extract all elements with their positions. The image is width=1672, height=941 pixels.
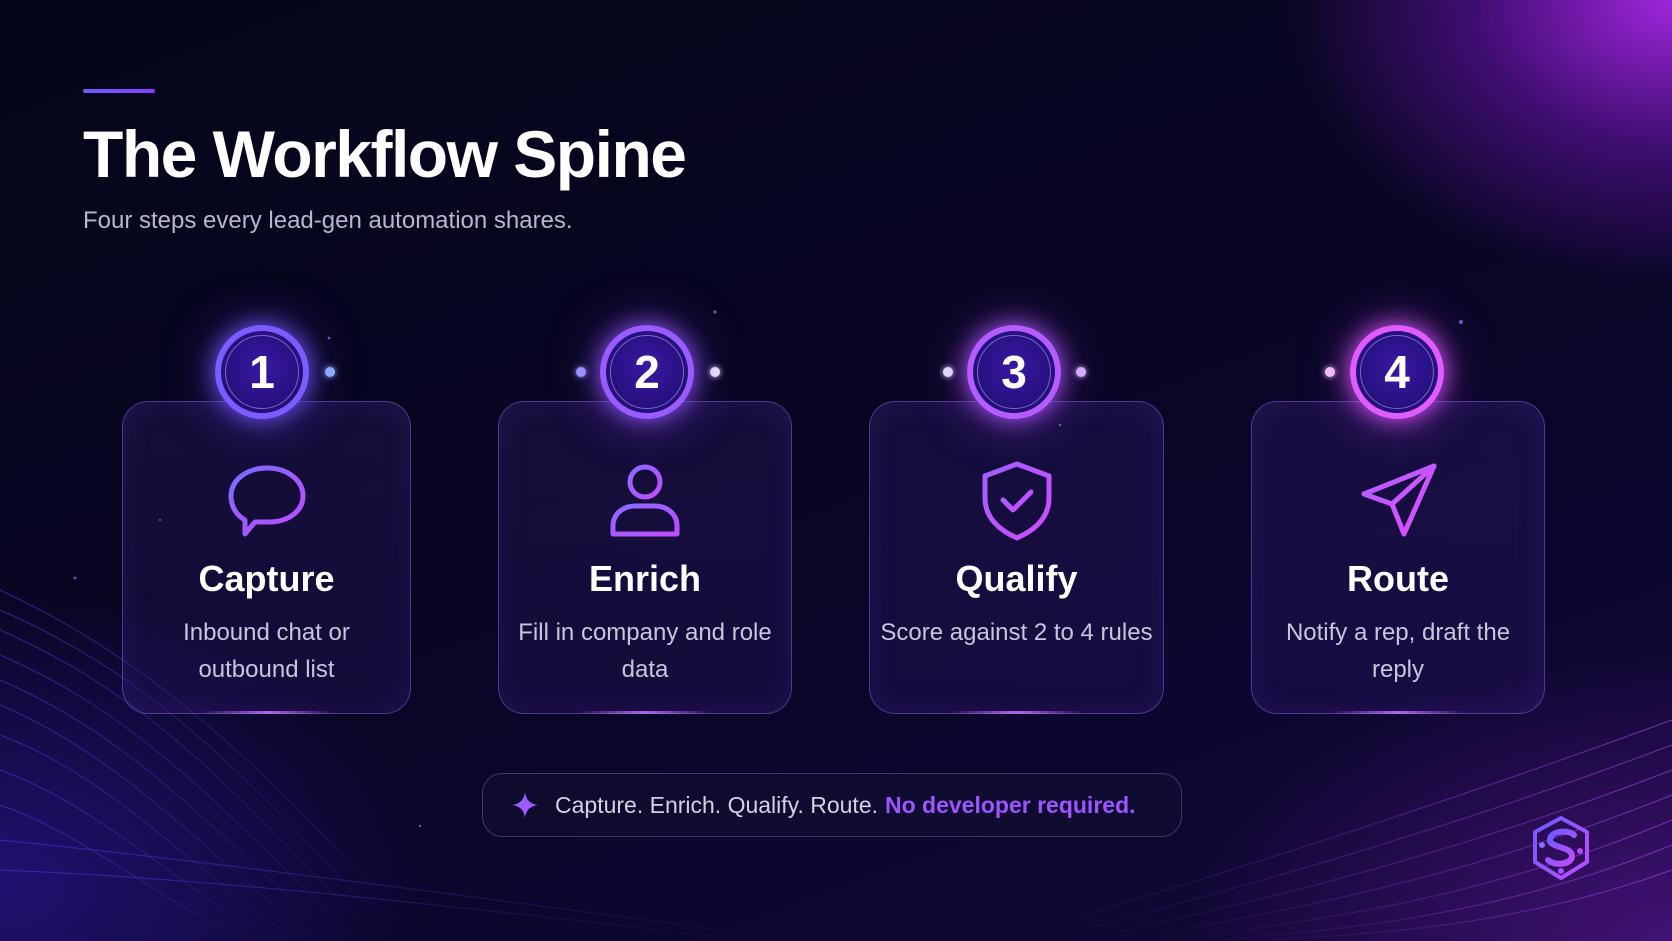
step-card-enrich: Enrich Fill in company and role data	[498, 401, 792, 714]
step-number-2: 2	[600, 325, 694, 419]
page-subtitle: Four steps every lead-gen automation sha…	[83, 207, 573, 234]
step-number-4: 4	[1350, 325, 1444, 419]
step-description: Score against 2 to 4 rules	[880, 619, 1153, 646]
step-card-capture: Capture Inbound chat or outbound list	[122, 401, 411, 714]
step-description: Fill in company and role data	[518, 619, 772, 683]
step-description: Notify a rep, draft the reply	[1285, 619, 1511, 683]
chat-bubble-icon	[228, 465, 305, 537]
user-icon	[610, 464, 680, 537]
step-title: Route	[1347, 558, 1449, 599]
step-card-qualify: Qualify Score against 2 to 4 rules	[869, 401, 1164, 714]
step-number-3: 3	[967, 325, 1061, 419]
step-number-1: 1	[215, 325, 309, 419]
brand-logo-icon	[1533, 816, 1589, 880]
shield-check-icon	[982, 461, 1051, 541]
title-accent-line	[83, 89, 155, 93]
step-card-route: Route Notify a rep, draft the reply	[1251, 401, 1545, 714]
step-description: Inbound chat or outbound list	[183, 619, 350, 683]
tagline-text: Capture. Enrich. Qualify. Route.	[555, 791, 878, 818]
sparkle-icon	[512, 792, 538, 818]
step-title: Qualify	[955, 558, 1078, 599]
page-title: The Workflow Spine	[83, 117, 687, 191]
paper-plane-icon	[1361, 463, 1437, 537]
step-title: Capture	[198, 558, 335, 599]
step-title: Enrich	[588, 558, 702, 599]
tagline-pill: Capture. Enrich. Qualify. Route. No deve…	[482, 773, 1182, 837]
tagline-highlight: No developer required.	[885, 791, 1136, 818]
